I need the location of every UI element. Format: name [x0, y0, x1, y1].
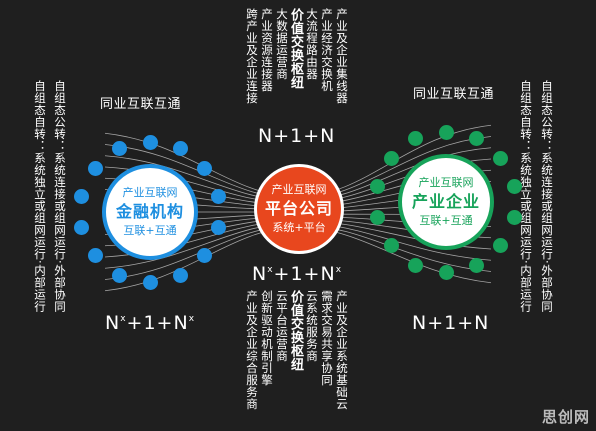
platform-hub-top: 产业互联网 [271, 183, 327, 196]
industry-ring-dot [493, 238, 509, 254]
top-col-1: 跨产业及企业连接 [245, 8, 259, 104]
industry-hub-title: 产业企业 [411, 192, 480, 211]
bottom-col-5: 云系统服务商 [305, 290, 319, 362]
industry-ring-dot [383, 150, 399, 166]
finance-ring-dot [197, 160, 213, 176]
industry-hub-top: 产业互联网 [418, 176, 474, 189]
finance-ring-dot [87, 248, 103, 264]
bottom-col-1: 产业及企业综合服务商 [245, 290, 259, 410]
industry-ring-dot [438, 264, 454, 280]
finance-ring-dot [172, 141, 188, 157]
industry-hub-sub: 互联+互通 [419, 214, 473, 227]
platform-hub-title: 平台公司 [264, 199, 333, 218]
industry-ring-dot [468, 257, 484, 273]
industry-ring-dot [493, 150, 509, 166]
finance-ring-dot [74, 188, 90, 204]
left-peer-label: 同业互联互通 [100, 97, 182, 112]
left-col-1: 自组态自转：系统独立或组网运行·内部运行 [33, 80, 47, 313]
top-col-5: 大流程路由器 [305, 8, 319, 80]
industry-ring-dot [506, 210, 522, 226]
bottom-col-7: 产业及企业系统基础云 [335, 290, 349, 410]
right-col-2: 自组态公转：系统连接或组网运行·外部协同 [540, 80, 554, 313]
finance-ring-dot [142, 274, 158, 290]
finance-ring-dot [197, 248, 213, 264]
formula-right: N+1+N [412, 312, 490, 334]
bottom-col-6: 需求交易共享协同 [320, 290, 334, 386]
finance-hub-sub: 互联+互通 [123, 224, 177, 237]
platform-hub-sub: 系统+平台 [272, 221, 326, 234]
platform-hub: 产业互联网 平台公司 系统+平台 [254, 164, 344, 254]
finance-ring-dot [112, 141, 128, 157]
industry-ring-dot [506, 178, 522, 194]
bottom-col-2: 创新驱动机制引擎 [260, 290, 274, 386]
finance-ring-dot [112, 267, 128, 283]
industry-ring-dot [408, 131, 424, 147]
finance-ring-dot [74, 220, 90, 236]
top-col-6: 产业经济交换机 [320, 8, 334, 92]
top-col-2: 产业资源连接器 [260, 8, 274, 92]
formula-top: N+1+N [258, 125, 336, 147]
finance-ring-dot [87, 160, 103, 176]
right-peer-label: 同业互联互通 [413, 87, 495, 102]
formula-left: Nx+1+Nx [105, 312, 196, 334]
finance-hub-top: 产业互联网 [122, 186, 178, 199]
finance-hub-title: 金融机构 [115, 202, 184, 221]
industry-ring-dot [383, 238, 399, 254]
watermark-logo: 思创网 [541, 408, 590, 426]
formula-center: Nx+1+Nx [252, 263, 343, 285]
top-col-3: 大数据运营商 [275, 8, 289, 80]
bottom-col-3: 云平台运营商 [275, 290, 289, 362]
bottom-col-4: 价值交换枢纽 [288, 290, 303, 371]
industry-ring-dot [370, 210, 386, 226]
finance-ring-dot [142, 134, 158, 150]
industry-ring-dot [438, 124, 454, 140]
finance-hub: 产业互联网 金融机构 互联+互通 [102, 164, 198, 260]
left-col-2: 自组态公转：系统连接或组网运行·外部协同 [53, 80, 67, 313]
industry-hub: 产业互联网 产业企业 互联+互通 [398, 154, 494, 250]
industry-ring-dot [468, 131, 484, 147]
top-col-7: 产业及企业集线器 [335, 8, 349, 104]
finance-ring-dot [210, 220, 226, 236]
industry-ring-dot [370, 178, 386, 194]
finance-ring-dot [172, 267, 188, 283]
finance-ring-dot [210, 188, 226, 204]
right-col-1: 自组态自转：系统独立或组网运行·内部运行 [519, 80, 533, 313]
top-col-4: 价值交换枢纽 [288, 8, 303, 89]
industry-ring-dot [408, 257, 424, 273]
